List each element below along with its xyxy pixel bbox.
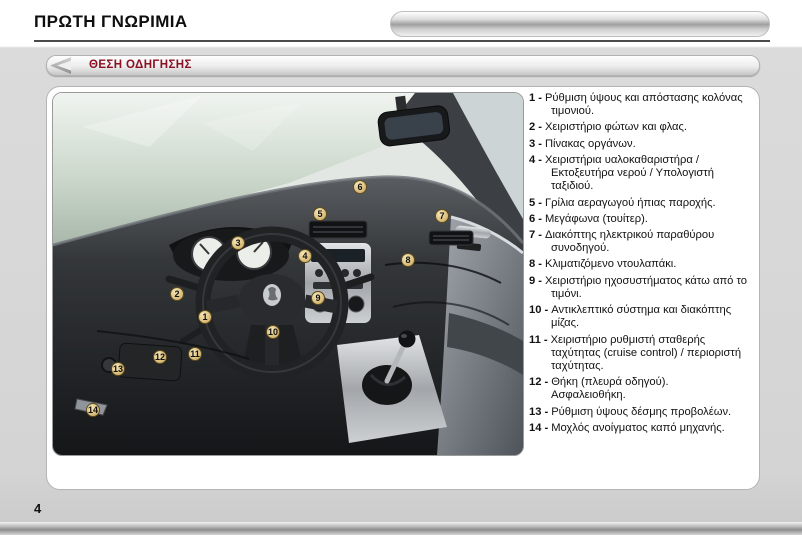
- legend-item-text: Μεγάφωνα (τουίτερ).: [544, 212, 648, 225]
- page-title: ΠΡΩΤΗ ΓΝΩΡΙΜΙΑ: [34, 12, 188, 31]
- dashboard-photo: 1 2 3 4 5 6 7 8 9 10 11 12 13 14: [52, 92, 524, 456]
- legend-item-number: 13: [529, 405, 542, 418]
- callout-1: 1: [198, 310, 212, 324]
- legend-item-text: Ρύθμιση ύψους δέσμης προβολέων.: [551, 405, 732, 418]
- legend-item-number: 1: [529, 92, 536, 104]
- legend-item: 9-Χειριστήριο ηχοσυστήματος κάτω από το …: [529, 275, 755, 301]
- legend-item-number: 10: [529, 304, 542, 317]
- callout-9: 9: [311, 291, 325, 305]
- legend-item-separator: -: [538, 137, 542, 150]
- legend-item-text: Κλιματιζόμενο ντουλαπάκι.: [544, 258, 677, 271]
- page-number: 4: [34, 501, 42, 516]
- legend-item: 4-Χειριστήρια υαλοκαθαριστήρα / Εκτοξευτ…: [529, 154, 755, 194]
- legend-item-separator: -: [538, 153, 542, 166]
- legend-item-separator: -: [538, 212, 542, 225]
- dashboard-illustration: [53, 93, 523, 455]
- legend-item-number: 12: [529, 376, 542, 389]
- callout-14: 14: [86, 403, 100, 417]
- footer-gradient-bar: [0, 522, 802, 535]
- legend-item-separator: -: [544, 376, 549, 389]
- header-gradient-bar: [390, 11, 770, 37]
- legend-item-number: 5: [529, 196, 536, 209]
- callout-11: 11: [188, 347, 202, 361]
- legend-item-text: Χειριστήριο φώτων και φλας.: [544, 121, 687, 134]
- legend-item: 14-Μοχλός ανοίγματος καπό μηχανής.: [529, 422, 755, 435]
- legend-item-separator: -: [538, 274, 542, 287]
- legend-item-text: Διακόπτης ηλεκτρικού παραθύρου συνοδηγού…: [544, 228, 715, 255]
- legend-list: 1-Ρύθμιση ύψους και απόστασης κολόνας τι…: [529, 92, 755, 438]
- header-rule: [34, 40, 770, 42]
- legend-item: 2-Χειριστήριο φώτων και φλας.: [529, 121, 755, 134]
- legend-item: 1-Ρύθμιση ύψους και απόστασης κολόνας τι…: [529, 92, 755, 118]
- callout-5: 5: [313, 207, 327, 221]
- callout-12: 12: [153, 350, 167, 364]
- legend-item-separator: -: [538, 92, 542, 104]
- legend-item-text: Χειριστήριο ηχοσυστήματος κάτω από το τι…: [544, 274, 747, 300]
- legend-item: 6-Μεγάφωνα (τουίτερ).: [529, 213, 755, 226]
- legend-item: 3-Πίνακας οργάνων.: [529, 138, 755, 151]
- content-panel: 1 2 3 4 5 6 7 8 9 10 11 12 13 14 1-Ρύθμι…: [46, 86, 760, 490]
- legend-item-text: Αντικλεπτικό σύστημα και διακόπτης μίζας…: [551, 304, 732, 330]
- legend-item-text: Πίνακας οργάνων.: [544, 137, 636, 150]
- callout-2: 2: [170, 287, 184, 301]
- legend-item-separator: -: [544, 405, 549, 418]
- legend-item-number: 8: [529, 258, 536, 271]
- legend-item-number: 11: [529, 333, 541, 346]
- legend-item-text: Μοχλός ανοίγματος καπό μηχανής.: [551, 421, 725, 434]
- legend-item-number: 9: [529, 274, 536, 287]
- section-header: ΘΕΣΗ ΟΔΗΓΗΣΗΣ: [46, 55, 760, 76]
- legend-item-separator: -: [544, 304, 549, 317]
- legend-item-number: 4: [529, 153, 536, 166]
- callout-6: 6: [353, 180, 367, 194]
- legend-item-text: Θήκη (πλευρά οδηγού). Ασφαλειοθήκη.: [551, 376, 669, 402]
- legend-item-separator: -: [538, 121, 542, 134]
- section-chevron-icon: [50, 57, 71, 74]
- legend-item: 10-Αντικλεπτικό σύστημα και διακόπτης μί…: [529, 304, 755, 330]
- legend-item: 7-Διακόπτης ηλεκτρικού παραθύρου συνοδηγ…: [529, 229, 755, 255]
- legend-item-number: 14: [529, 421, 542, 434]
- legend-item-separator: -: [538, 196, 542, 209]
- legend-item-separator: -: [538, 258, 542, 271]
- legend-item-number: 2: [529, 121, 536, 134]
- legend-item: 12-Θήκη (πλευρά οδηγού). Ασφαλειοθήκη.: [529, 376, 755, 402]
- legend-item-text: Γρίλια αεραγωγού ήπιας παροχής.: [544, 196, 716, 209]
- callout-10: 10: [266, 325, 280, 339]
- callout-3: 3: [231, 236, 245, 250]
- callout-8: 8: [401, 253, 415, 267]
- legend-item: 8-Κλιματιζόμενο ντουλαπάκι.: [529, 258, 755, 271]
- callout-13: 13: [111, 362, 125, 376]
- legend-item-number: 7: [529, 228, 536, 241]
- legend-item-text: Χειριστήριο ρυθμιστή σταθερής ταχύτητας …: [550, 333, 742, 372]
- legend-item-number: 3: [529, 137, 536, 150]
- legend-item-separator: -: [543, 333, 548, 346]
- legend-item-text: Ρύθμιση ύψους και απόστασης κολόνας τιμο…: [544, 92, 743, 118]
- legend-item: 5-Γρίλια αεραγωγού ήπιας παροχής.: [529, 197, 755, 210]
- callout-4: 4: [298, 249, 312, 263]
- legend-item-number: 6: [529, 212, 536, 225]
- section-title: ΘΕΣΗ ΟΔΗΓΗΣΗΣ: [89, 59, 192, 71]
- legend-item: 13-Ρύθμιση ύψους δέσμης προβολέων.: [529, 406, 755, 419]
- legend-item-text: Χειριστήρια υαλοκαθαριστήρα / Εκτοξευτήρ…: [544, 153, 714, 193]
- legend-item-separator: -: [538, 228, 542, 241]
- callout-7: 7: [435, 209, 449, 223]
- legend-item-separator: -: [544, 421, 549, 434]
- legend-item: 11-Χειριστήριο ρυθμιστή σταθερής ταχύτητ…: [529, 334, 755, 374]
